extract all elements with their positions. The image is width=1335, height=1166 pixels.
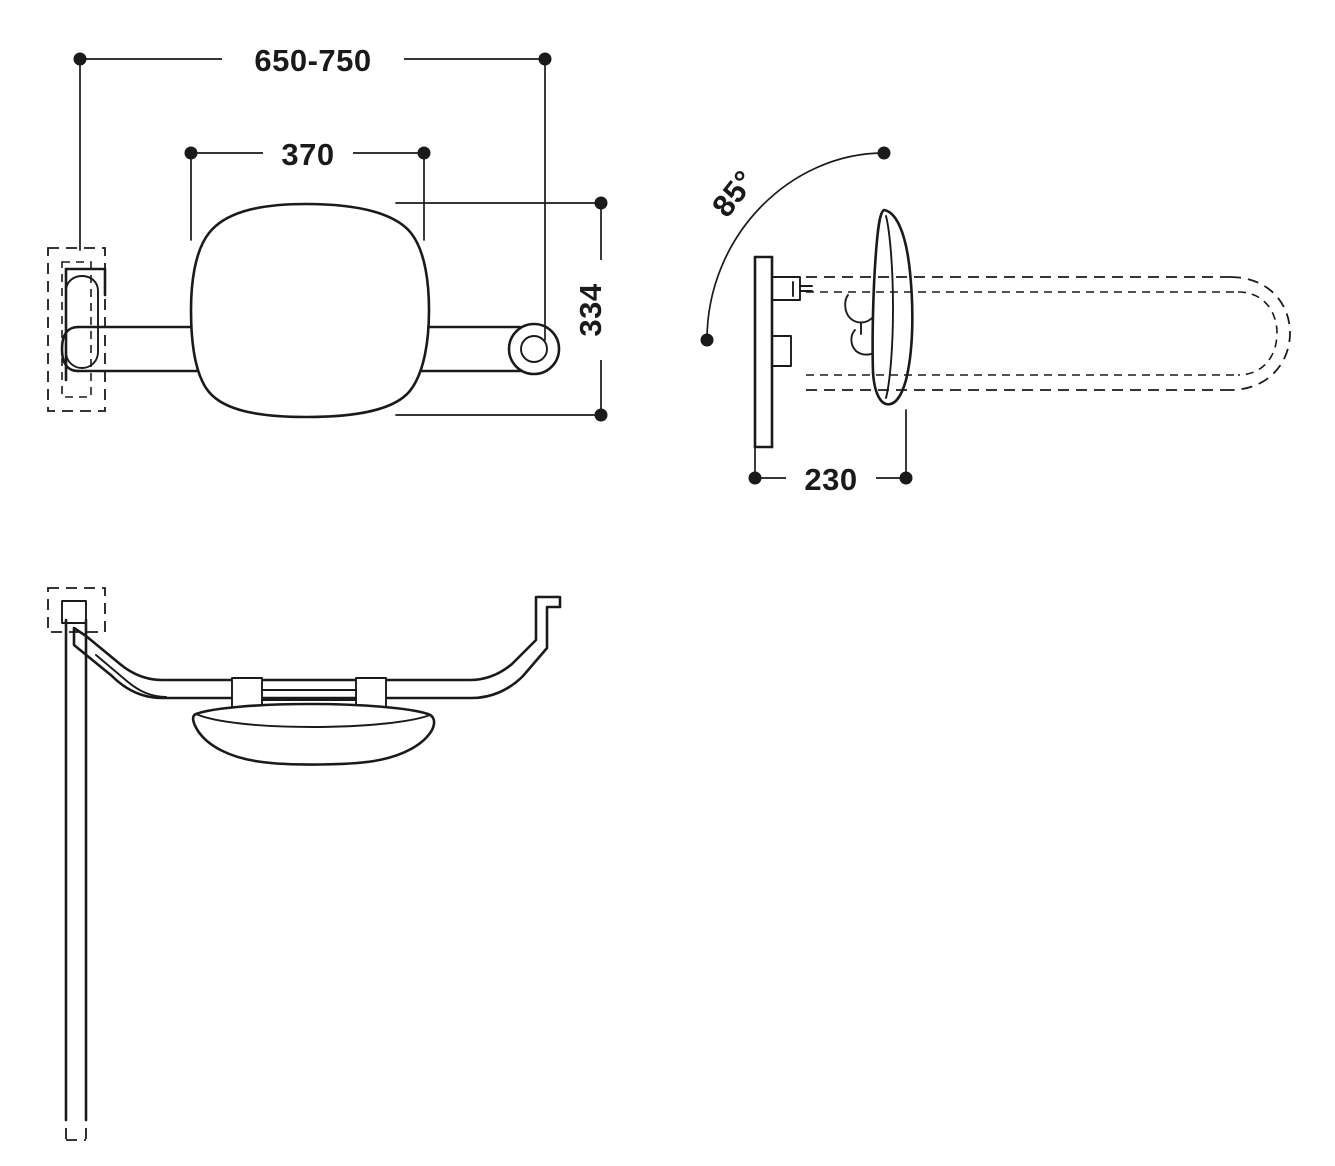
- top-seat-plate: [191, 702, 436, 766]
- top-rail-outline: [72, 595, 562, 700]
- top-rail-inner-line: [95, 654, 167, 698]
- dimension-label-depth: 230: [804, 462, 857, 497]
- front-view: 650-750 370 334: [47, 42, 618, 422]
- dimension-width-range: 650-750: [73, 42, 552, 341]
- side-rail-folded-down: [806, 276, 1291, 391]
- dimension-label-seat-width: 370: [281, 137, 334, 172]
- dimension-label-height: 334: [573, 283, 608, 336]
- side-view: 85° 230: [700, 146, 1291, 497]
- dimension-height: 334: [395, 196, 618, 422]
- front-rail-end-loop: [507, 322, 561, 376]
- dimension-seat-width: 370: [184, 136, 431, 241]
- front-wall-plate: [47, 247, 106, 412]
- top-wall-line: [64, 618, 88, 1141]
- side-hinge-detail: [771, 276, 878, 367]
- side-wall-plate: [753, 255, 774, 449]
- front-mount-bracket: [64, 267, 107, 382]
- side-seat-profile: [871, 208, 914, 406]
- front-seat-plate: [189, 202, 431, 419]
- dimension-fold-angle: 85°: [700, 146, 891, 347]
- dimension-label-width-range: 650-750: [254, 43, 371, 78]
- top-view: [47, 587, 562, 1141]
- top-wall-plate: [47, 587, 106, 633]
- dimension-depth: 230: [748, 409, 913, 497]
